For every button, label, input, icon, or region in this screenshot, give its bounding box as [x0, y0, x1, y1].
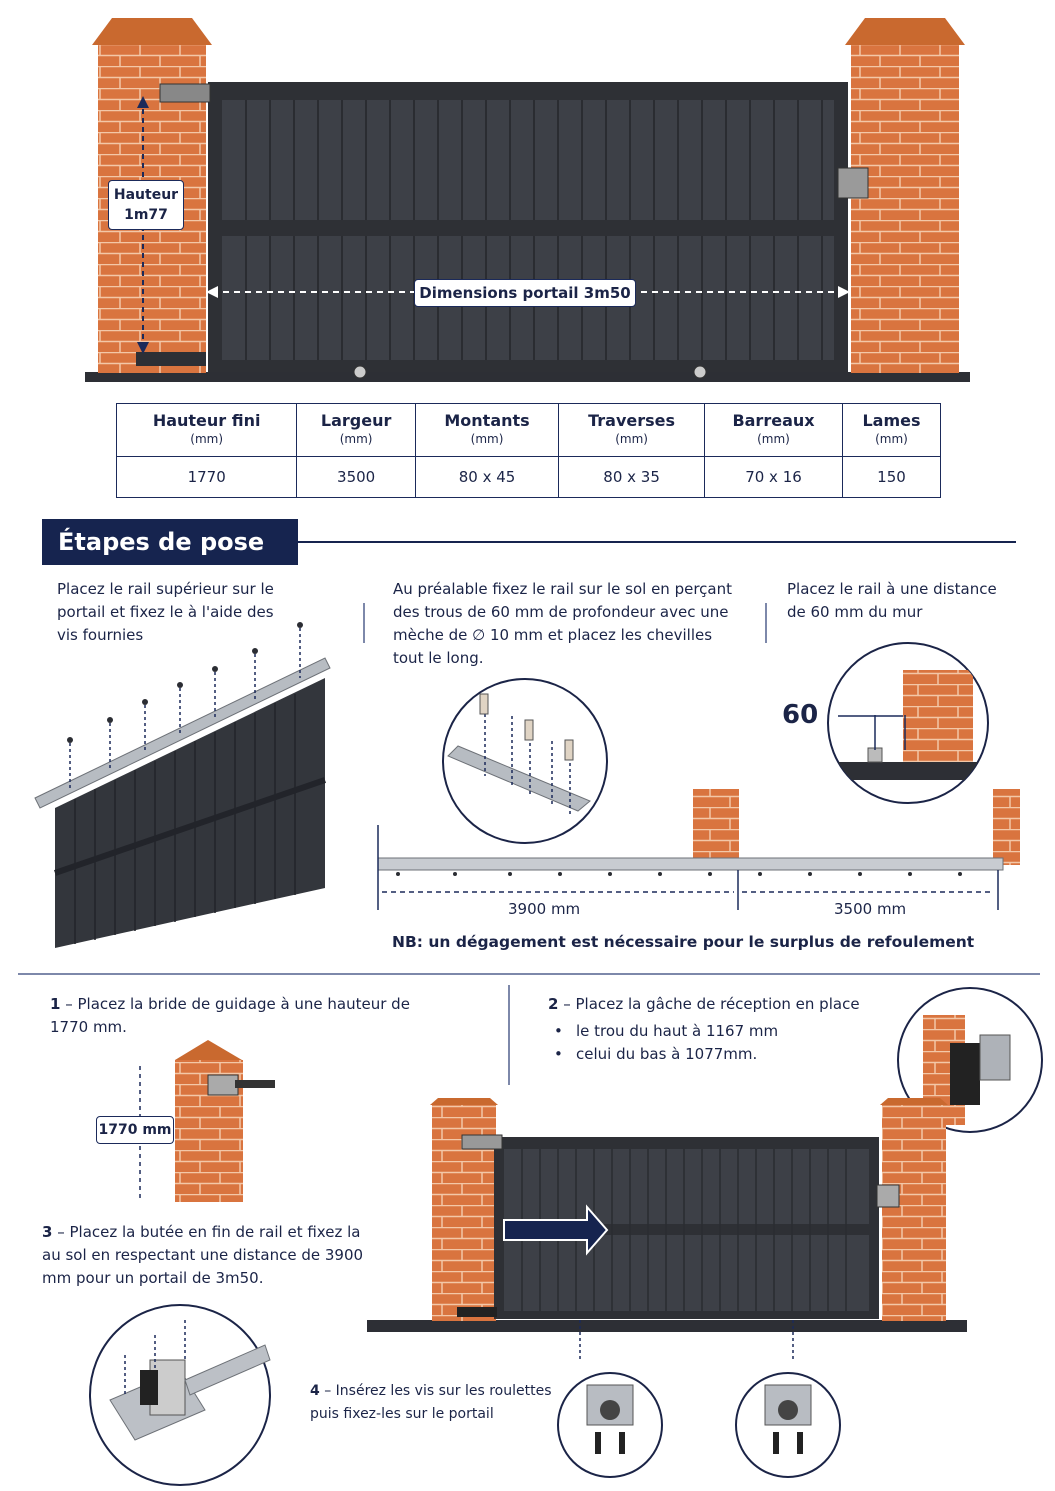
header-cell: Largeur (mm)	[296, 403, 416, 457]
clearance-note: NB: un dégagement est nécessaire pour le…	[392, 933, 975, 951]
rail-on-gate-illustration	[34, 622, 331, 948]
column-divider	[765, 603, 767, 643]
section-rule	[298, 541, 1016, 543]
header-unit: (mm)	[757, 432, 790, 446]
height-1770-text: 1770 mm	[98, 1122, 172, 1138]
end-stop-illustration	[89, 1304, 271, 1486]
step4-body: – Insérez les vis sur les roulettes puis…	[310, 1383, 552, 1422]
step2-bullet: le trou du haut à 1167 mm	[548, 1020, 898, 1043]
value-cell: 1770	[115, 456, 298, 498]
width-label-text: Dimensions portail 3m50	[419, 284, 631, 302]
step2-text: 2 – Placez la gâche de réception en plac…	[548, 993, 898, 1066]
header-cell: Barreaux (mm)	[704, 403, 843, 457]
value-cell: 70 x 16	[704, 456, 843, 498]
header-name: Montants	[444, 411, 530, 430]
header-name: Hauteur fini	[152, 411, 261, 430]
left-pillar-cap	[92, 18, 212, 45]
header-unit: (mm)	[615, 432, 648, 446]
roller-detail-right	[735, 1320, 841, 1478]
header-cell: Lames (mm)	[841, 403, 942, 457]
rail-right-length: 3500 mm	[834, 900, 907, 918]
ground-rail-illustration	[377, 789, 1020, 910]
step3-body: – Placez la butée en fin de rail et fixe…	[42, 1223, 364, 1287]
step2-body: – Placez la gâche de réception en place	[563, 995, 860, 1013]
header-unit: (mm)	[875, 432, 908, 446]
step4-number: 4	[310, 1383, 320, 1399]
column-divider	[363, 603, 365, 643]
rail-left-length: 3900 mm	[508, 900, 581, 918]
step-divider	[508, 985, 510, 1085]
drill-detail-illustration	[442, 678, 608, 844]
step3-text: 3 – Placez la butée en fin de rail et fi…	[42, 1221, 377, 1290]
distance-60-label: 60	[782, 700, 819, 730]
header-name: Barreaux	[732, 411, 815, 430]
header-cell: Montants (mm)	[414, 403, 560, 457]
header-unit: (mm)	[470, 432, 504, 446]
spec-table-value-row: 1770 3500 80 x 45 80 x 35 70 x 16 150	[115, 456, 942, 498]
header-name: Traverses	[588, 411, 676, 430]
value-cell: 3500	[296, 456, 416, 498]
step1-number: 1	[50, 995, 61, 1013]
right-pillar-cap	[845, 18, 965, 45]
slide-direction-arrow	[503, 1204, 609, 1256]
header-cell: Traverses (mm)	[558, 403, 706, 457]
header-unit: (mm)	[190, 432, 224, 446]
wall-distance-illustration	[827, 642, 989, 804]
step2-number: 2	[548, 995, 559, 1013]
step1-text: 1 – Placez la bride de guidage à une hau…	[50, 993, 420, 1039]
section-title: Étapes de pose	[42, 519, 298, 565]
height-1770-label: 1770 mm	[96, 1116, 174, 1144]
intro-col2-text: Au préalable fixez le rail sur le sol en…	[393, 580, 732, 667]
step3-number: 3	[42, 1223, 53, 1241]
height-label-text: Hauteur 1m77	[113, 187, 179, 223]
intro-col1-text: Placez le rail supérieur sur le portail …	[57, 580, 274, 644]
step2-bullet: celui du bas à 1077mm.	[548, 1043, 898, 1066]
value-cell: 150	[841, 456, 942, 498]
right-pillar	[851, 45, 959, 373]
spec-table-header-row: Hauteur fini (mm) Largeur (mm) Montants (mm…	[115, 403, 942, 457]
header-name: Largeur	[320, 411, 392, 430]
header-cell: Hauteur fini (mm)	[115, 403, 298, 457]
header-name: Lames	[862, 411, 921, 430]
gate-final-illustration	[367, 1098, 967, 1332]
value-cell: 80 x 45	[414, 456, 560, 498]
header-unit: (mm)	[339, 432, 373, 446]
steps-divider	[18, 973, 1040, 975]
width-label: Dimensions portail 3m50	[414, 279, 636, 307]
roller-detail-left	[557, 1320, 663, 1478]
intro-col3-text: Placez le rail à une distance de 60 mm d…	[787, 580, 997, 621]
step4-text: 4 – Insérez les vis sur les roulettes pu…	[310, 1380, 570, 1426]
spec-table: Hauteur fini (mm) Largeur (mm) Montants (mm…	[115, 403, 942, 498]
value-cell: 80 x 35	[558, 456, 706, 498]
step1-body: – Placez la bride de guidage à une haute…	[50, 995, 410, 1036]
height-label: Hauteur 1m77	[108, 180, 184, 230]
guide-bracket-illustration	[139, 1040, 275, 1202]
